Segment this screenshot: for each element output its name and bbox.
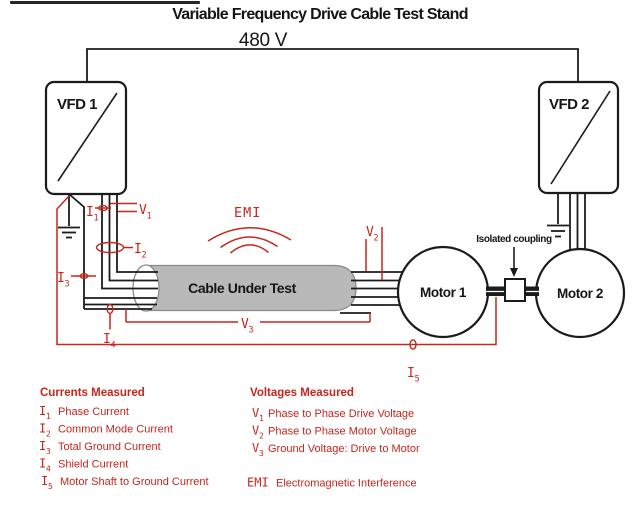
svg-text:1: 1 <box>46 412 51 421</box>
motor1-block: Motor 1 <box>396 245 490 339</box>
svg-text:3: 3 <box>46 447 51 456</box>
svg-text:1: 1 <box>259 414 264 423</box>
i3-sensor-icon <box>79 272 89 280</box>
svg-text:V: V <box>139 203 147 218</box>
svg-text:2: 2 <box>46 430 51 439</box>
svg-text:I: I <box>86 205 94 220</box>
svg-text:I: I <box>39 439 46 453</box>
emi-wave-icon <box>220 236 278 249</box>
isolated-coupling-label: Isolated coupling <box>476 234 552 245</box>
legend-item: Ground Voltage: Drive to Motor <box>268 443 420 455</box>
top-edge-artifact <box>10 1 200 4</box>
vfd2-label: VFD 2 <box>549 96 589 113</box>
svg-text:3: 3 <box>65 280 70 290</box>
legend-item: Total Ground Current <box>58 441 161 453</box>
svg-text:2: 2 <box>374 234 379 244</box>
svg-text:3: 3 <box>259 449 264 458</box>
svg-text:3: 3 <box>249 326 254 336</box>
i2-probe: I 2 <box>95 241 147 261</box>
emi-wave-icon <box>207 227 292 242</box>
isolated-coupling-box <box>504 278 526 302</box>
svg-text:V: V <box>252 406 259 420</box>
cable-label: Cable Under Test <box>188 280 296 296</box>
svg-text:V: V <box>366 225 374 240</box>
vfd1-ground <box>58 193 85 309</box>
svg-text:1: 1 <box>147 212 152 222</box>
currents-heading: Currents Measured <box>40 387 145 399</box>
svg-text:V: V <box>252 441 259 455</box>
i3-probe: I 3 <box>57 271 96 290</box>
i1-probe: I 1 <box>86 204 111 224</box>
emi-wave-icon <box>230 244 269 254</box>
motor2-block: Motor 2 <box>534 247 626 339</box>
svg-text:I: I <box>407 366 415 381</box>
vfd2-block: VFD 2 <box>537 80 620 195</box>
drive-side-wires <box>84 194 158 310</box>
svg-text:4: 4 <box>111 341 116 351</box>
motor1-label: Motor 1 <box>420 285 467 300</box>
i1-sensor-icon <box>98 204 108 212</box>
svg-text:I: I <box>57 271 65 286</box>
svg-text:5: 5 <box>48 482 53 491</box>
coupling-arrow-head <box>510 268 518 277</box>
motor-side-wires <box>340 271 403 314</box>
vfd1-label: VFD 1 <box>57 96 97 113</box>
i5-wire <box>56 195 497 346</box>
legend-item: Motor Shaft to Ground Current <box>60 476 209 488</box>
v1-probe: V 1 <box>110 202 152 222</box>
bus-voltage-label: 480 V <box>239 30 288 51</box>
voltages-heading: Voltages Measured <box>250 387 354 399</box>
legend-currents: Currents Measured I 1 Phase Current I 2 … <box>39 387 209 491</box>
supply-bus-wire <box>86 48 579 82</box>
legend-item: Common Mode Current <box>58 424 173 436</box>
legend-item: Phase to Phase Drive Voltage <box>268 408 414 420</box>
i4-probe: I 4 <box>103 303 116 351</box>
svg-text:1: 1 <box>94 214 99 224</box>
legend-item: Electromagnetic Interference <box>276 478 417 490</box>
emi-symbol: EMI <box>207 205 292 254</box>
shaft-and-coupling: Isolated coupling <box>476 234 552 302</box>
svg-text:V: V <box>252 424 259 438</box>
legend-item: Shield Current <box>58 459 128 471</box>
svg-text:4: 4 <box>46 465 51 474</box>
legend-item: Phase Current <box>58 406 129 418</box>
legend-emi-symbol: EMI <box>247 476 269 490</box>
svg-text:I: I <box>41 474 48 488</box>
legend-voltages: Voltages Measured V 1 Phase to Phase Dri… <box>247 387 420 490</box>
vfd1-block: VFD 1 <box>44 80 128 196</box>
diagram-title: Variable Frequency Drive Cable Test Stan… <box>172 6 468 23</box>
svg-text:5: 5 <box>415 375 420 385</box>
v2-probe: V 2 <box>365 225 383 280</box>
svg-text:V: V <box>241 317 249 332</box>
svg-text:I: I <box>39 404 46 418</box>
svg-text:I: I <box>39 422 46 436</box>
svg-text:I: I <box>103 332 111 347</box>
i4-sensor-icon <box>106 303 114 315</box>
motor2-label: Motor 2 <box>557 286 603 301</box>
svg-text:2: 2 <box>142 251 147 261</box>
legend-item: Phase to Phase Motor Voltage <box>268 426 417 438</box>
i5-sensor-icon <box>409 339 417 350</box>
emi-label: EMI <box>234 205 261 221</box>
v3-probe: V 3 <box>125 309 371 336</box>
ground-bus-wire <box>68 193 85 309</box>
i5-probe: I 5 <box>56 195 497 385</box>
svg-text:I: I <box>39 457 46 471</box>
vfd2-wires <box>547 193 586 256</box>
svg-text:2: 2 <box>259 432 264 441</box>
svg-text:I: I <box>134 242 142 257</box>
